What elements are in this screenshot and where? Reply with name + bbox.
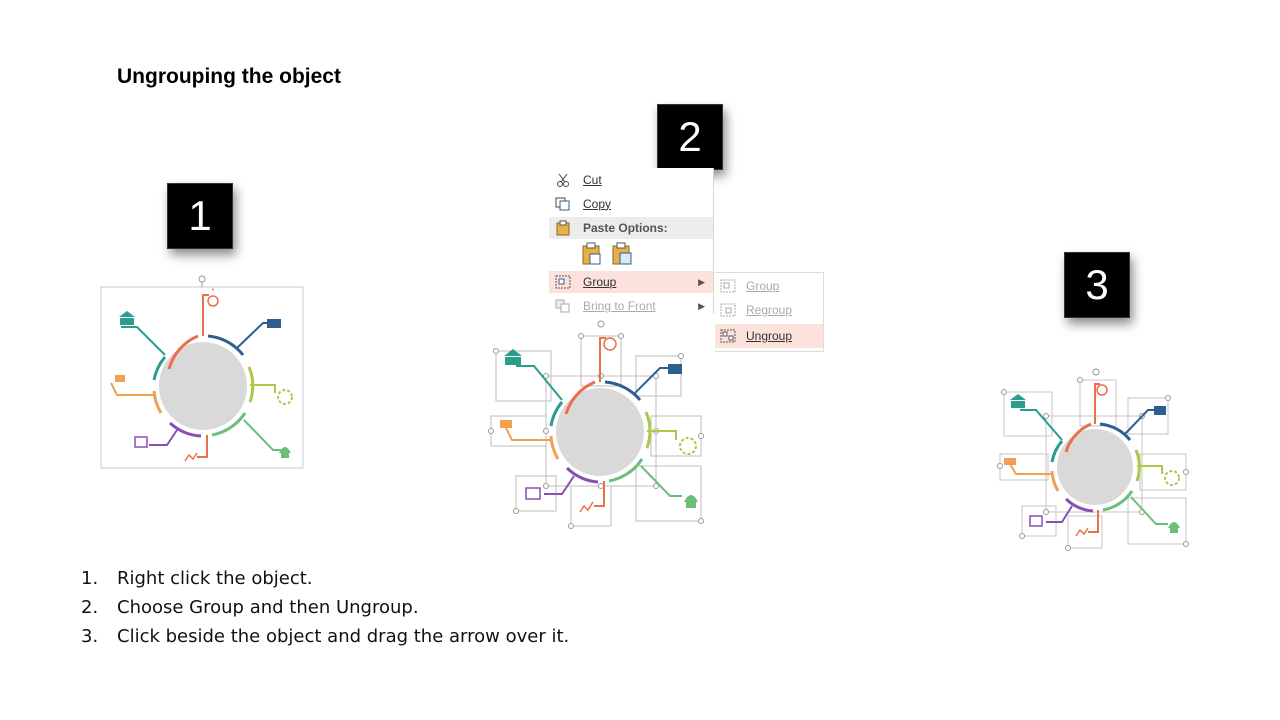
submenu-item-regroup[interactable]: Regroup (715, 298, 823, 322)
instruction-list: 1. Right click the object. 2. Choose Gro… (81, 568, 569, 655)
handshake-icon (668, 364, 682, 374)
step-badge-3: 3 (1064, 252, 1130, 318)
gear-icon (1164, 470, 1180, 486)
presentation-icon (1004, 458, 1016, 465)
instruction-step-2: 2. Choose Group and then Ungroup. (81, 597, 569, 626)
submenu-item-label: Ungroup (746, 329, 793, 343)
plant-icon (1168, 522, 1180, 533)
step-text: Click beside the object and drag the arr… (117, 626, 570, 647)
gear-icon (679, 437, 697, 455)
menu-item-label: Paste Options: (583, 221, 668, 235)
menu-item-bring-to-front[interactable]: Bring to Front ▶ (549, 295, 713, 317)
regroup-icon (718, 303, 738, 317)
step-number: 1. (81, 568, 99, 589)
submenu-item-label: Group (746, 279, 780, 293)
step-number: 3. (81, 626, 99, 647)
plant-icon (279, 447, 291, 458)
menu-item-label: Group (583, 275, 617, 289)
bank-icon (504, 349, 522, 365)
lightbulb-icon (1096, 384, 1108, 396)
chevron-right-icon: ▶ (698, 300, 705, 311)
lightbulb-icon (207, 288, 219, 307)
step-badge-2: 2 (657, 104, 723, 170)
instruction-step-1: 1. Right click the object. (81, 568, 569, 597)
menu-header-paste-options: Paste Options: (549, 217, 713, 239)
menu-item-label: Copy (583, 197, 612, 211)
bank-icon (1010, 394, 1026, 408)
group-icon (553, 274, 573, 290)
handshake-icon (1154, 406, 1166, 415)
menu-item-label: Bring to Front (583, 299, 656, 313)
chart-icon (184, 452, 198, 462)
instruction-step-3: 3. Click beside the object and drag the … (81, 626, 569, 655)
context-menu: Cut Copy Paste Options: Group ▶ Bring to… (549, 168, 714, 314)
step-badge-1: 1 (167, 183, 233, 249)
presentation-icon (500, 420, 512, 428)
paste-keep-formatting-icon[interactable] (581, 242, 603, 269)
menu-item-cut[interactable]: Cut (549, 169, 713, 191)
group-submenu: Group Regroup Ungroup (715, 272, 824, 352)
calendar-icon (1029, 515, 1043, 527)
ungrouped-object-diagram[interactable] (996, 366, 1192, 551)
grouped-object-diagram[interactable] (97, 275, 312, 475)
lightbulb-icon (603, 337, 617, 351)
gear-icon (277, 389, 293, 405)
selected-object-diagram[interactable] (486, 316, 714, 529)
calendar-icon (525, 487, 541, 500)
menu-item-copy[interactable]: Copy (549, 193, 713, 215)
paste-icon (553, 220, 573, 236)
submenu-item-label: Regroup (746, 303, 793, 317)
group-icon (718, 279, 738, 293)
chevron-right-icon: ▶ (698, 276, 705, 287)
copy-icon (553, 196, 573, 212)
bank-icon (119, 311, 135, 325)
step-text: Right click the object. (117, 568, 313, 589)
ungroup-icon (718, 329, 738, 343)
menu-item-group[interactable]: Group ▶ (549, 271, 713, 293)
slide-title: Ungrouping the object (117, 65, 341, 88)
submenu-item-group[interactable]: Group (715, 274, 823, 298)
submenu-item-ungroup[interactable]: Ungroup (715, 324, 823, 348)
paste-picture-icon[interactable] (611, 242, 633, 269)
step-number: 2. (81, 597, 99, 618)
calendar-icon (134, 436, 148, 448)
step-text: Choose Group and then Ungroup. (117, 597, 419, 618)
scissors-icon (553, 172, 573, 188)
chart-icon (1075, 527, 1089, 537)
bring-to-front-icon (553, 298, 573, 314)
chart-icon (579, 501, 594, 513)
menu-item-label: Cut (583, 173, 602, 187)
plant-icon (684, 495, 698, 508)
handshake-icon (267, 319, 281, 328)
presentation-icon (115, 375, 125, 382)
